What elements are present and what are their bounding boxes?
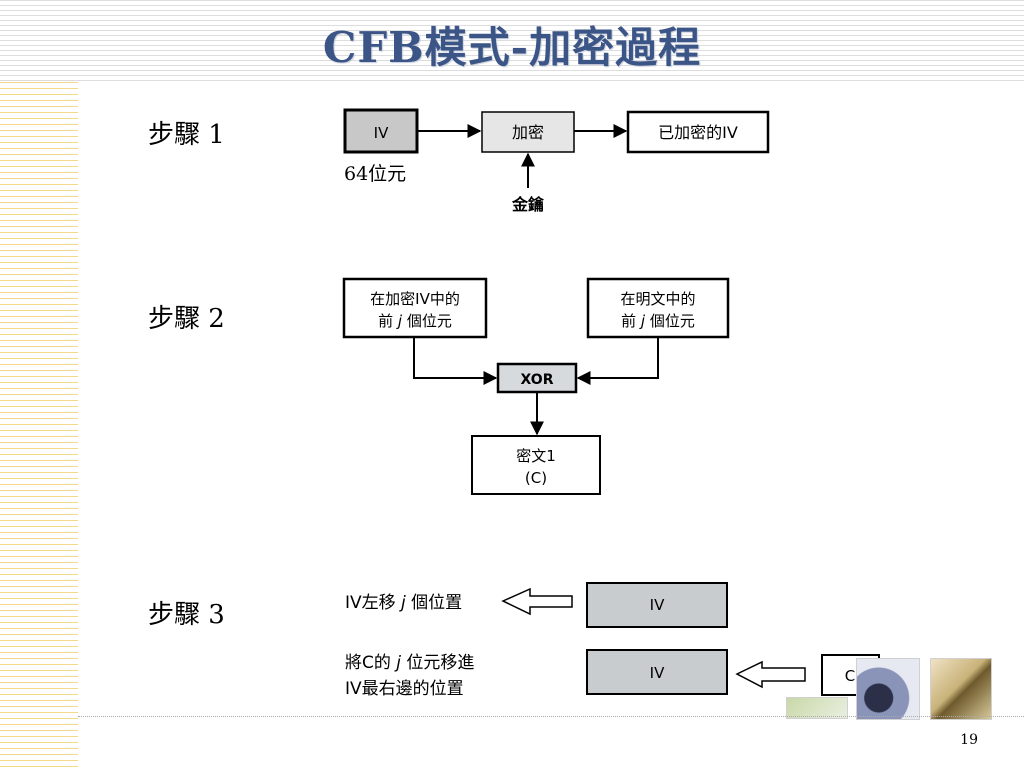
ciphertext-box [471,435,601,495]
decorative-image-3 [930,658,992,720]
iv-box-text: IV [374,124,389,142]
step1-label: 步驟 1 [148,120,225,150]
encrypted-iv-box [626,110,770,154]
plaintext-bits-line1: 在明文中的 [620,290,695,308]
hollow-arrow-left-bottom [735,660,806,689]
iv-size-text: 64位元 [344,163,406,185]
place-description-line1: 將C的 j 位元移進 [345,653,474,673]
shift-description: IV左移 j 個位置 [345,593,462,613]
plaintext-bits-box [586,277,730,339]
step2-label: 步驟 2 [148,304,225,334]
page-number: 19 [960,732,978,748]
step3-label: 步驟 3 [148,600,225,630]
key-text: 金鑰 [511,195,544,214]
encrypted-iv-text: 已加密的IV [658,123,738,142]
encrypted-iv-bits-line1: 在加密IV中的 [370,290,460,308]
arrow-left-to-xor [413,337,498,385]
iv-top-text: IV [650,596,665,614]
sidebar-pattern [0,82,78,768]
hollow-arrow-left-top [501,587,573,616]
encrypted-iv-bits-line2: 前 j 個位元 [378,312,452,330]
place-description-line2: IV最右邊的位置 [345,679,464,699]
xor-text: XOR [521,372,554,388]
decorative-image-2 [856,658,920,720]
header-pattern [0,0,1024,82]
ciphertext-line2: (C) [525,469,547,487]
encrypt-text: 加密 [512,123,544,142]
c-box-text: C [845,667,855,685]
encrypt-box [481,111,575,153]
footer-divider [78,716,1024,717]
decorative-image-1 [786,697,848,719]
iv-bottom-box [586,649,728,695]
slide-title: CFB模式-加密過程 [322,23,702,72]
encrypted-iv-bits-box [342,277,488,339]
ciphertext-line1: 密文1 [516,447,556,465]
iv-top-box [586,582,728,628]
plaintext-bits-line2: 前 j 個位元 [621,312,695,330]
arrow-right-to-xor [576,337,659,385]
iv-bottom-text: IV [650,664,665,682]
